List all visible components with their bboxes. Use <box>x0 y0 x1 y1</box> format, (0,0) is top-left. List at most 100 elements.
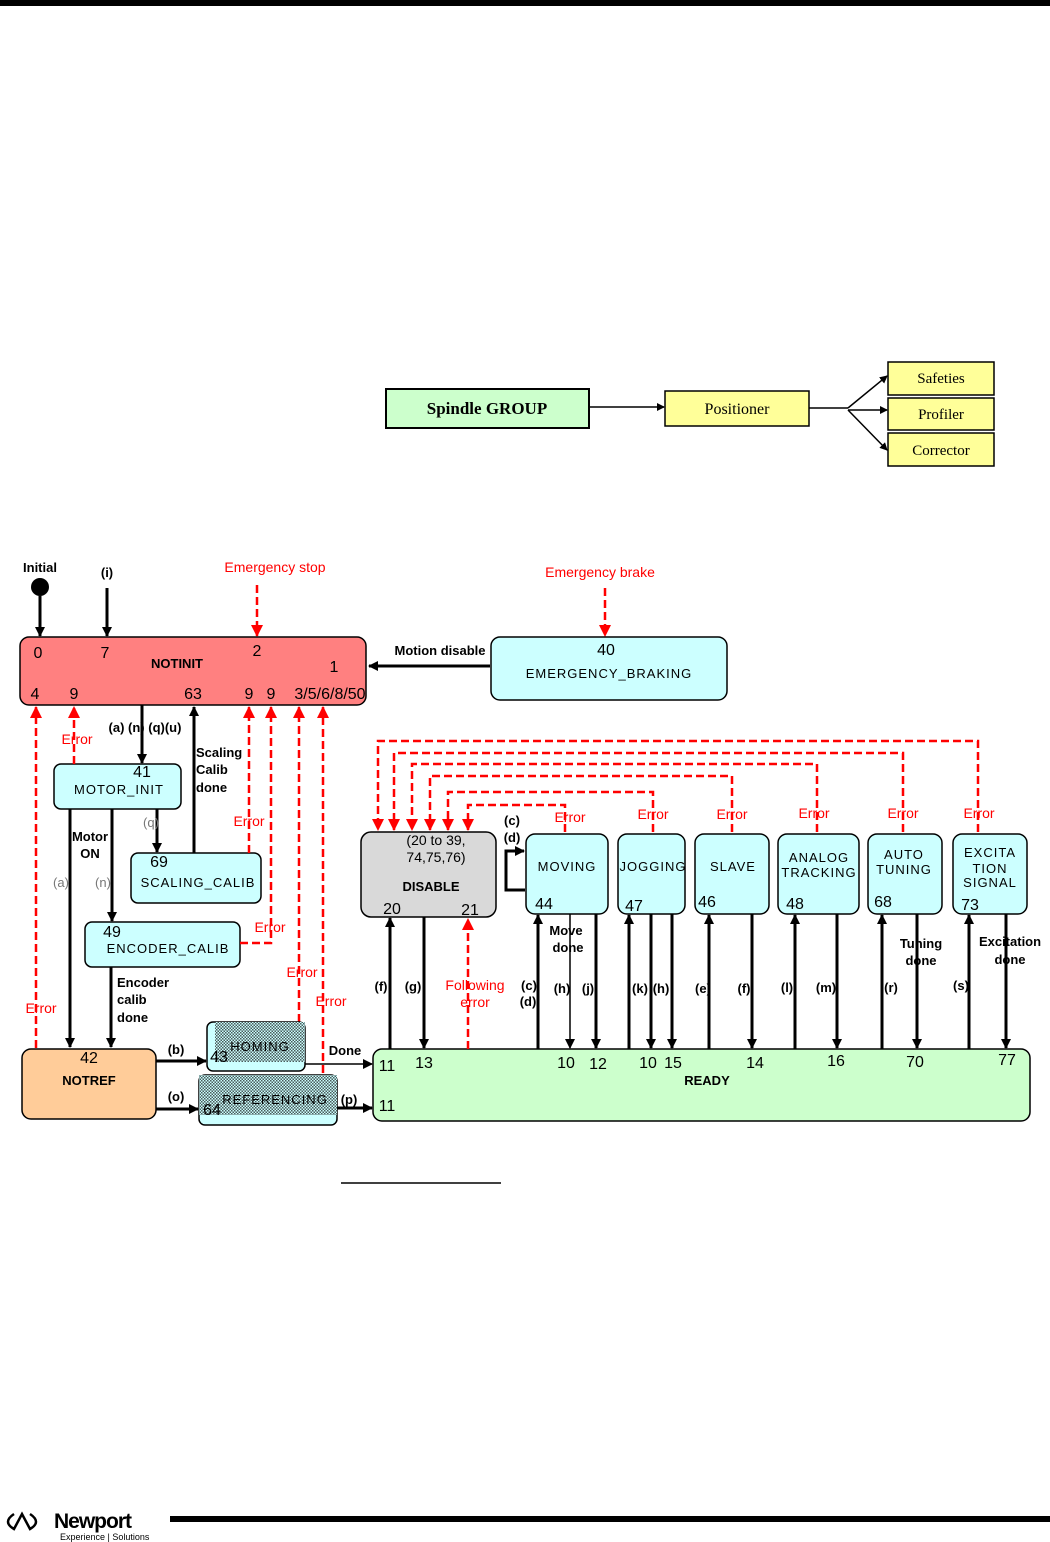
homing-hatch <box>215 1022 305 1062</box>
motor-on-label: Motor <box>72 829 108 844</box>
r-label: (r) <box>884 980 898 995</box>
slave-label: SLAVE <box>710 859 756 874</box>
jogging-label: JOGGING <box>620 859 687 874</box>
c-label: (c) <box>504 813 520 828</box>
following-error-label: error <box>460 994 490 1010</box>
homing-num: 43 <box>210 1049 228 1066</box>
top-rule <box>0 0 1050 6</box>
homing-label: HOMING <box>230 1039 289 1054</box>
scaling-done-label: done <box>196 780 227 795</box>
c-label: (c) <box>521 978 537 993</box>
scaling-done-label: Calib <box>196 762 228 777</box>
emergency-brake-label: Emergency brake <box>545 564 655 580</box>
k-label: (k) <box>632 981 648 996</box>
disable-range: (20 to 39, <box>406 832 465 848</box>
notinit-num: 7 <box>101 645 110 662</box>
notinit-num: 2 <box>253 643 262 660</box>
p-label: (p) <box>341 1092 358 1107</box>
emergency-braking-label: EMERGENCY_BRAKING <box>526 666 693 681</box>
motion-disable-label: Motion disable <box>395 643 486 658</box>
m-label: (m) <box>816 980 836 995</box>
analog-tracking-label: ANALOG <box>789 850 849 865</box>
b-label: (b) <box>168 1042 185 1057</box>
error-label: Error <box>554 809 585 825</box>
motor-init-state <box>53 763 182 810</box>
notinit-num: 9 <box>245 686 254 703</box>
ready-num: 12 <box>589 1056 607 1073</box>
emergency-braking-num: 40 <box>597 642 615 659</box>
hierarchy-diagram: Spindle GROUP Positioner Safeties Profil… <box>385 361 995 467</box>
notinit-num: 9 <box>70 686 79 703</box>
g-label: (g) <box>405 979 422 994</box>
scaling-calib-label: SCALING_CALIB <box>141 875 256 890</box>
excitation-signal-state <box>952 833 1028 915</box>
excitation-signal-label: TION <box>972 861 1007 876</box>
ready-num: 16 <box>827 1053 845 1070</box>
encoder-calib-error-arrow <box>240 706 277 945</box>
tuning-done-label: done <box>905 953 936 968</box>
to-corrector-arrow <box>847 409 888 451</box>
excitation-done-label: done <box>994 952 1025 967</box>
slave-error-arrow <box>424 774 734 832</box>
jogging-num: 47 <box>625 898 643 915</box>
moving-error-arrow <box>462 803 567 832</box>
analog-tracking-num: 48 <box>786 896 804 913</box>
moving-state <box>525 833 609 915</box>
encoder-done-label: calib <box>117 992 147 1007</box>
notinit-num: 9 <box>267 686 276 703</box>
disable-state <box>360 831 497 918</box>
spindle-group-label: Spindle GROUP <box>427 399 547 418</box>
ready-num: 14 <box>746 1055 764 1072</box>
brand-tagline: Experience | Solutions <box>60 1532 150 1542</box>
corrector-box <box>887 432 995 467</box>
done-label: Done <box>329 1043 362 1058</box>
encoder-calib-num: 49 <box>103 924 121 941</box>
corrector-label: Corrector <box>912 443 969 459</box>
ready-num: 70 <box>906 1054 924 1071</box>
o-label: (o) <box>168 1089 185 1104</box>
motor-init-label: MOTOR_INIT <box>74 782 164 797</box>
excitation-signal-label: SIGNAL <box>963 875 1017 890</box>
excitation-done-label: Excitation <box>979 934 1041 949</box>
moving-label: MOVING <box>538 859 597 874</box>
footer-rule <box>170 1516 1050 1522</box>
motor-on-label: ON <box>80 846 100 861</box>
error-label: Error <box>716 806 747 822</box>
safeties-box <box>887 361 995 396</box>
encoder-calib-label: ENCODER_CALIB <box>107 941 230 956</box>
analog-tracking-state <box>777 833 860 915</box>
encoder-done-label: Encoder <box>117 975 169 990</box>
profiler-label: Profiler <box>918 407 964 423</box>
auto-tuning-error-arrow <box>388 751 905 832</box>
encoder-done-label: done <box>117 1010 148 1025</box>
error-label: Error <box>637 806 668 822</box>
h-label: (h) <box>653 981 670 996</box>
disable-num: 21 <box>461 902 479 919</box>
scaling-calib-num: 69 <box>150 854 168 871</box>
jogging-error-arrow <box>442 790 655 832</box>
a-n-q-u-label: (a) (n) (q)(u) <box>109 720 182 735</box>
error-label: Error <box>254 919 285 935</box>
ready-num: 15 <box>664 1055 682 1072</box>
disable-range: 74,75,76) <box>406 849 465 865</box>
ready-num: 77 <box>998 1052 1016 1069</box>
referencing-num: 64 <box>203 1102 221 1119</box>
ready-num: 10 <box>557 1055 575 1072</box>
notinit-state <box>19 636 367 706</box>
notinit-num: 3/5/6/8/50 <box>294 686 365 703</box>
notinit-num: 1 <box>330 659 339 676</box>
analog-tracking-label: TRACKING <box>781 865 856 880</box>
l-label: (l) <box>781 980 793 995</box>
notinit-num: 63 <box>184 686 202 703</box>
f-label: (f) <box>738 981 751 996</box>
safeties-label: Safeties <box>917 371 965 387</box>
to-safeties-arrow <box>847 375 888 409</box>
auto-tuning-label: AUTO <box>884 847 924 862</box>
profiler-box <box>887 397 995 431</box>
positioner-box <box>664 390 810 427</box>
referencing-hatch <box>199 1075 337 1115</box>
newport-logo-icon <box>6 1511 38 1531</box>
h-label: (h) <box>554 981 571 996</box>
i-label: (i) <box>101 565 113 580</box>
slave-num: 46 <box>698 894 716 911</box>
